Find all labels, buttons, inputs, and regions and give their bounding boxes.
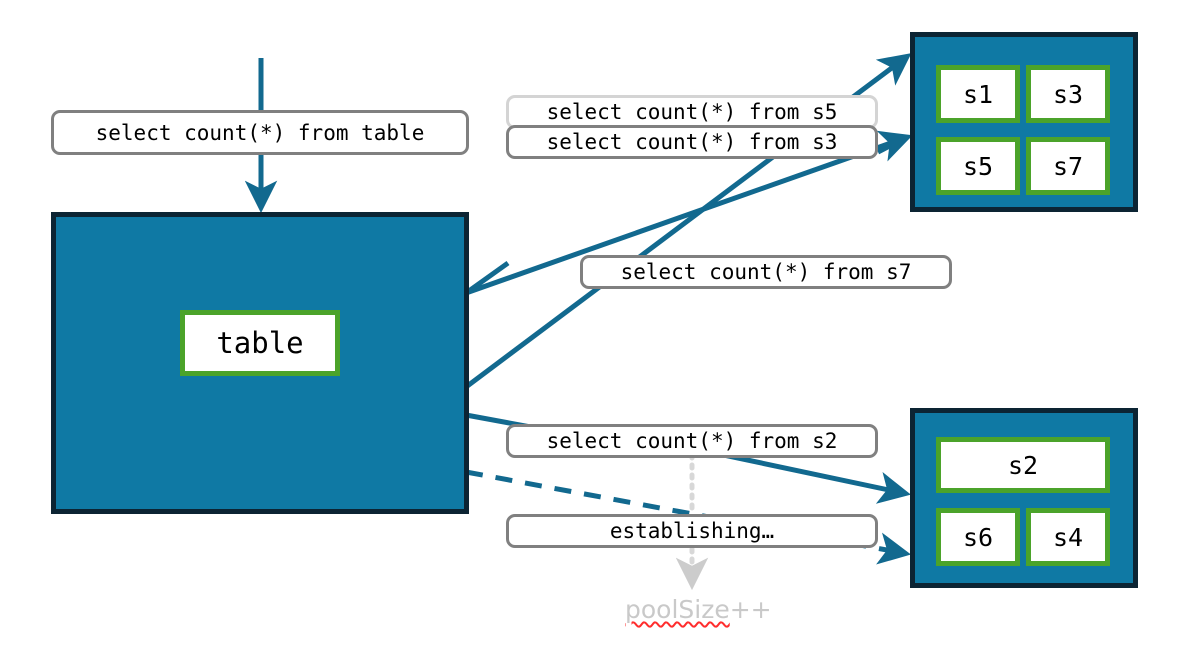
node-s7[interactable]: s7 (1026, 137, 1110, 195)
node-table[interactable]: table (180, 310, 340, 376)
node-s3[interactable]: s3 (1026, 65, 1110, 123)
label-query-s7[interactable]: select count(*) from s7 (580, 255, 952, 289)
label-query-s2[interactable]: select count(*) from s2 (506, 424, 878, 458)
label-query-s3[interactable]: select count(*) from s3 (506, 125, 878, 159)
node-s4[interactable]: s4 (1026, 508, 1110, 566)
label-query-s5[interactable]: select count(*) from s5 (506, 95, 878, 129)
label-establishing[interactable]: establishing… (506, 514, 878, 548)
node-s5[interactable]: s5 (936, 137, 1020, 195)
node-s1[interactable]: s1 (936, 65, 1020, 123)
node-s2[interactable]: s2 (936, 437, 1110, 493)
annotation-poolsize-increment: ++ (729, 595, 772, 624)
annotation-poolsize-name: poolSize (625, 595, 730, 624)
annotation-poolsize: poolSize++ (625, 595, 772, 624)
label-entry-query[interactable]: select count(*) from table (51, 110, 469, 155)
node-s6[interactable]: s6 (936, 508, 1020, 566)
